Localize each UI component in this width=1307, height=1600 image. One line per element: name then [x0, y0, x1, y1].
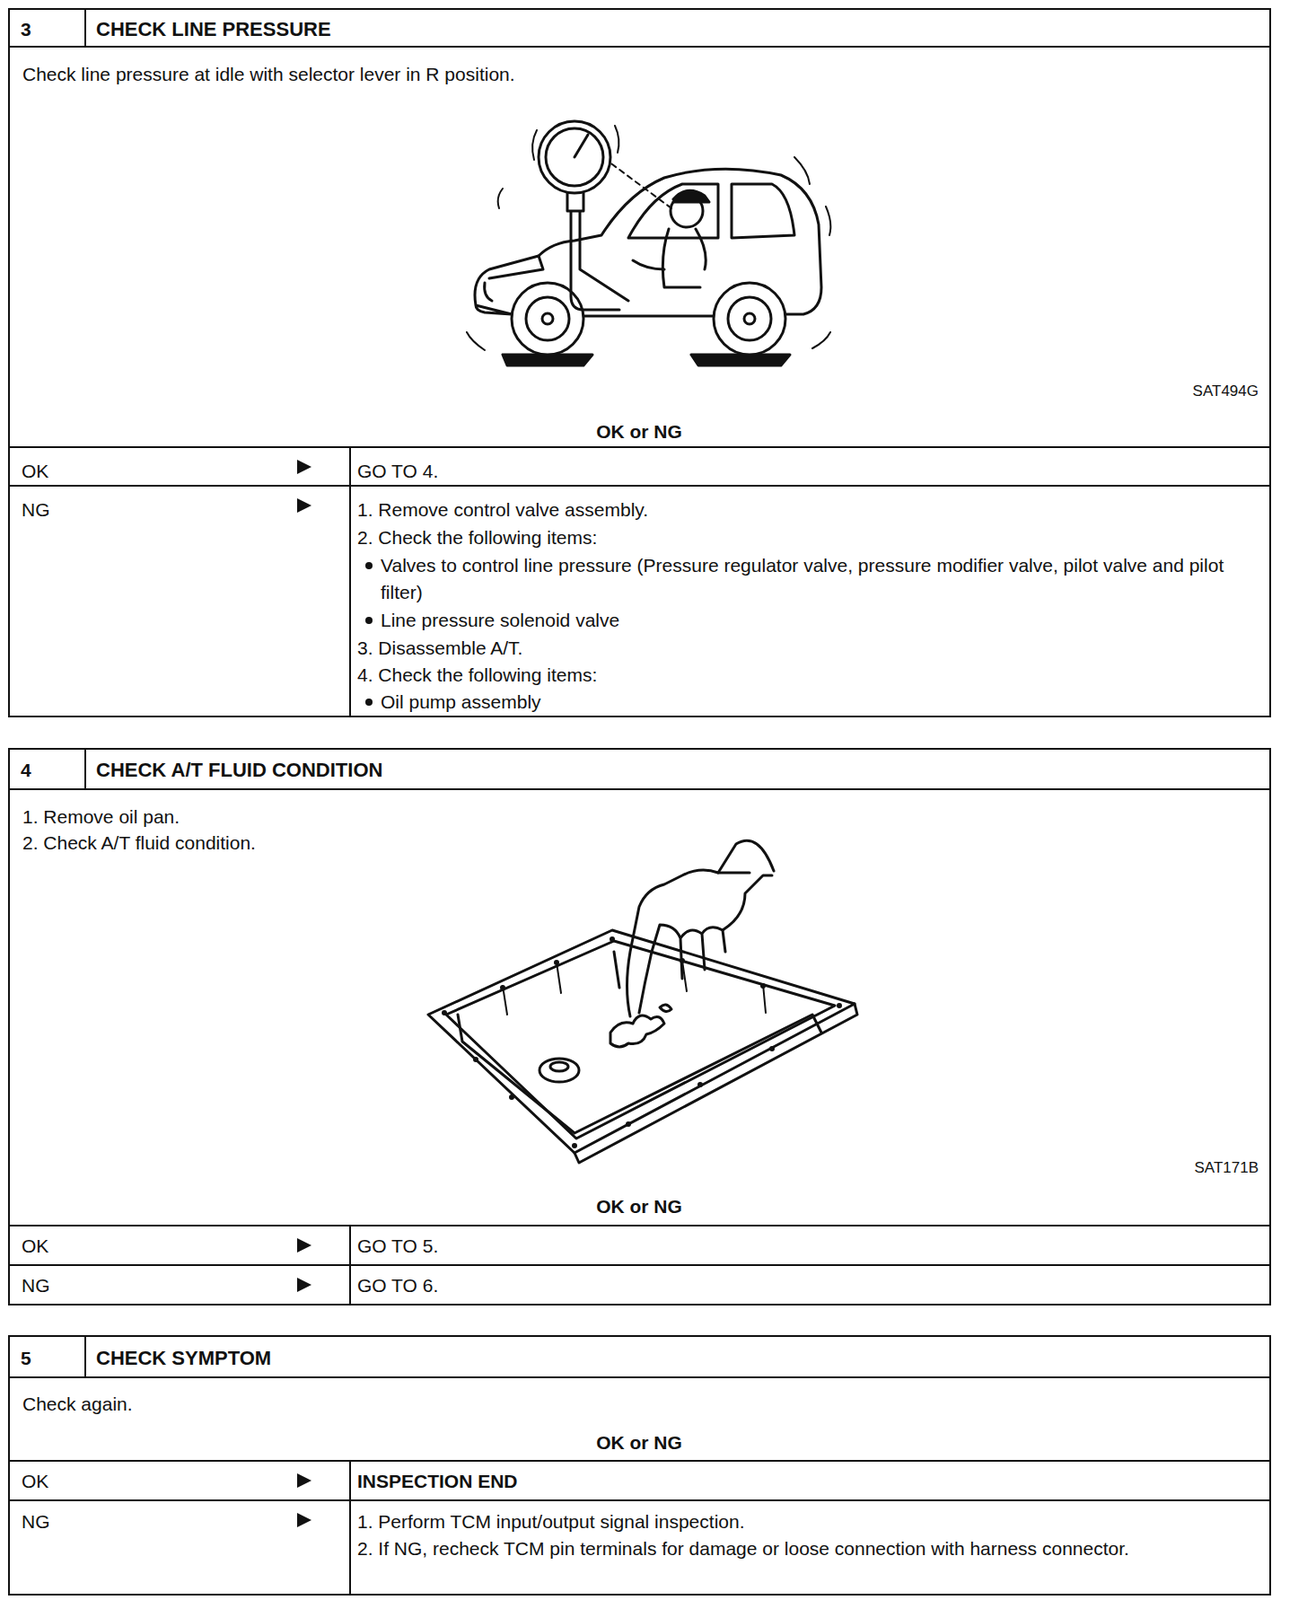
check-item: Line pressure solenoid valve — [380, 606, 1265, 634]
step-box: 4CHECK A/T FLUID CONDITION 1. Remove oil … — [8, 747, 1272, 1306]
action-step: 4. Check the following items: — [357, 661, 1260, 689]
result-cell: NG — [21, 1271, 273, 1299]
figure-code: SAT171B — [1122, 1154, 1259, 1182]
step-number: 4 — [9, 749, 88, 791]
action-cell: GO TO 6. — [357, 1271, 1255, 1299]
step-number: 5 — [9, 1336, 88, 1379]
step-title: CHECK A/T FLUID CONDITION — [96, 749, 1255, 791]
action-step: 1. Perform TCM input/output signal inspe… — [357, 1508, 1260, 1536]
action-cell: INSPECTION END — [357, 1467, 1255, 1495]
action-step: 2. Check the following items: — [357, 524, 1260, 552]
result-cell: NG — [21, 496, 273, 524]
step-title: CHECK LINE PRESSURE — [96, 9, 1255, 49]
instruction-text: Check line pressure at idle with selecto… — [22, 61, 1253, 88]
check-item: Oil pump assembly — [380, 688, 1265, 716]
result-cell: OK — [21, 457, 273, 485]
action-step: 1. Remove control valve assembly. — [357, 496, 1260, 524]
arrow-markers — [297, 459, 312, 1527]
step-box: 3CHECK LINE PRESSURE Check line pressure … — [8, 8, 1272, 718]
action-step: 2. If NG, recheck TCM pin terminals for … — [357, 1535, 1260, 1562]
step-number: 3 — [9, 9, 88, 49]
instruction-text: 1. Remove oil pan. — [22, 803, 1253, 831]
instruction-text: 2. Check A/T fluid condition. — [22, 829, 1253, 857]
figure-code: SAT494G — [1122, 377, 1259, 405]
step-title: CHECK SYMPTOM — [96, 1336, 1255, 1379]
action-cell: GO TO 5. — [357, 1232, 1255, 1260]
result-cell: OK — [21, 1467, 273, 1495]
table-rules — [8, 8, 1272, 1596]
car-gauge-illustration — [466, 121, 831, 366]
result-prompt: OK or NG — [9, 1192, 1269, 1220]
result-prompt: OK or NG — [9, 1429, 1269, 1457]
result-cell: NG — [21, 1508, 273, 1536]
result-prompt: OK or NG — [9, 418, 1269, 446]
check-item: Valves to control line pressure (Pressur… — [380, 552, 1265, 606]
oil-pan-illustration — [428, 840, 858, 1163]
action-step: 3. Disassemble A/T. — [357, 634, 1260, 662]
action-cell: GO TO 4. — [357, 457, 1255, 485]
instruction-text: Check again. — [22, 1390, 1253, 1418]
result-cell: OK — [21, 1232, 273, 1260]
